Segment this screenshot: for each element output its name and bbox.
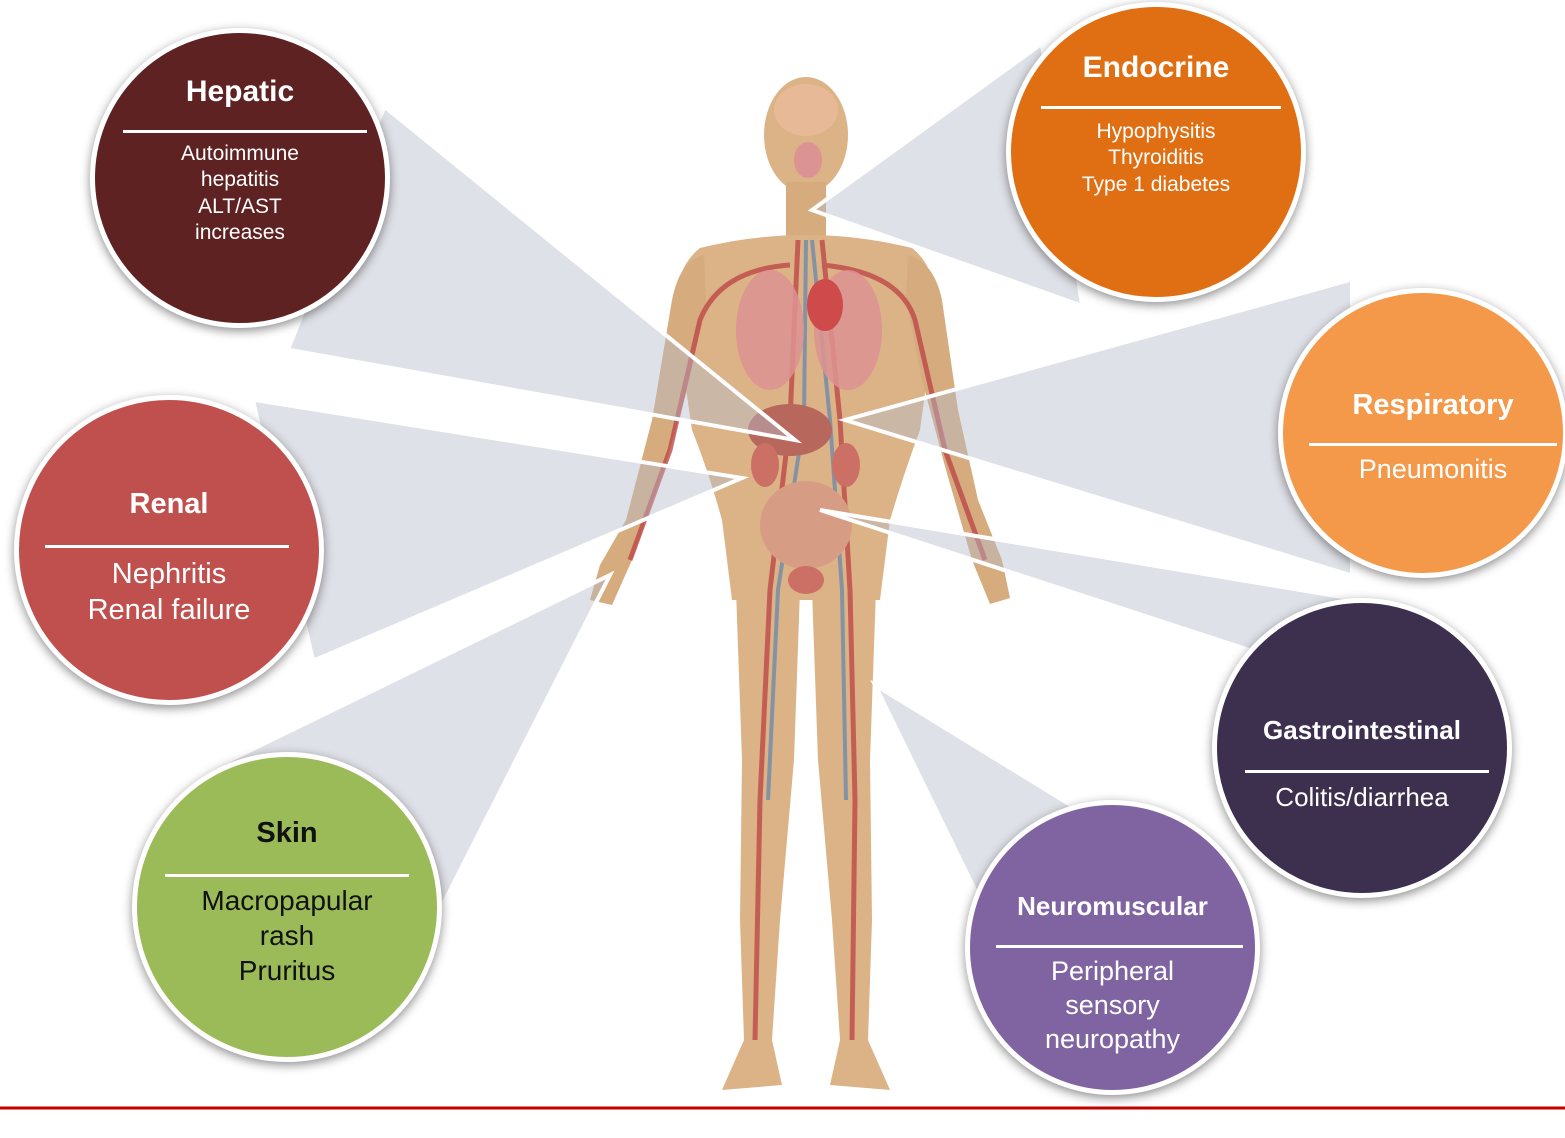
endocrine-items: Hypophysitis Thyroiditis Type 1 diabetes [1011, 119, 1301, 198]
skin-divider [165, 874, 409, 877]
gastrointestinal-items: Colitis/diarrhea [1217, 781, 1507, 814]
skin-item: Macropapular [137, 883, 437, 918]
gastrointestinal-circle: Gastrointestinal Colitis/diarrhea [1212, 598, 1512, 898]
neuromuscular-item: neuropathy [970, 1023, 1255, 1057]
hepatic-item: Autoimmune [95, 141, 385, 167]
gastrointestinal-title: Gastrointestinal [1217, 715, 1507, 746]
renal-divider [45, 545, 289, 548]
respiratory-title: Respiratory [1303, 389, 1563, 422]
skin-item: Pruritus [137, 953, 437, 988]
respiratory-divider [1309, 443, 1557, 446]
hepatic-item: ALT/AST [95, 194, 385, 220]
hepatic-title: Hepatic [95, 75, 385, 109]
renal-title: Renal [19, 488, 319, 521]
organ-bladder [788, 566, 824, 594]
endocrine-title: Endocrine [1011, 51, 1301, 85]
hepatic-divider [123, 130, 367, 133]
skin-items: Macropapular rash Pruritus [137, 883, 437, 988]
neuromuscular-title: Neuromuscular [970, 891, 1255, 922]
neuromuscular-divider [996, 945, 1243, 948]
organ-heart [807, 279, 843, 331]
hepatic-item: hepatitis [95, 167, 385, 193]
gastrointestinal-item: Colitis/diarrhea [1217, 781, 1507, 814]
renal-circle: Renal Nephritis Renal failure [14, 395, 324, 705]
organ-lung-left [736, 270, 804, 390]
neuromuscular-circle: Neuromuscular Peripheral sensory neuropa… [965, 800, 1260, 1095]
organ-kidney-right [832, 443, 860, 487]
endocrine-circle: Endocrine Hypophysitis Thyroiditis Type … [1006, 2, 1306, 302]
respiratory-circle: Respiratory Pneumonitis [1278, 288, 1565, 578]
neuromuscular-item: sensory [970, 989, 1255, 1023]
endocrine-item: Thyroiditis [1011, 145, 1301, 171]
organ-thyroid [794, 142, 822, 178]
skin-circle: Skin Macropapular rash Pruritus [132, 752, 442, 1062]
skin-title: Skin [137, 817, 437, 850]
hepatic-circle: Hepatic Autoimmune hepatitis ALT/AST inc… [90, 28, 390, 328]
renal-item: Nephritis [19, 556, 319, 592]
organ-intestines [760, 481, 852, 569]
renal-items: Nephritis Renal failure [19, 556, 319, 629]
hepatic-item: increases [95, 220, 385, 246]
respiratory-items: Pneumonitis [1303, 453, 1563, 487]
neuromuscular-item: Peripheral [970, 955, 1255, 989]
endocrine-divider [1041, 106, 1281, 109]
respiratory-item: Pneumonitis [1303, 453, 1563, 487]
endocrine-item: Hypophysitis [1011, 119, 1301, 145]
hepatic-items: Autoimmune hepatitis ALT/AST increases [95, 141, 385, 246]
skin-item: rash [137, 918, 437, 953]
renal-item: Renal failure [19, 592, 319, 628]
endocrine-item: Type 1 diabetes [1011, 172, 1301, 198]
neuromuscular-items: Peripheral sensory neuropathy [970, 955, 1255, 1056]
organ-brain [774, 84, 838, 136]
gastrointestinal-divider [1245, 770, 1489, 773]
organ-kidney-left [751, 443, 779, 487]
